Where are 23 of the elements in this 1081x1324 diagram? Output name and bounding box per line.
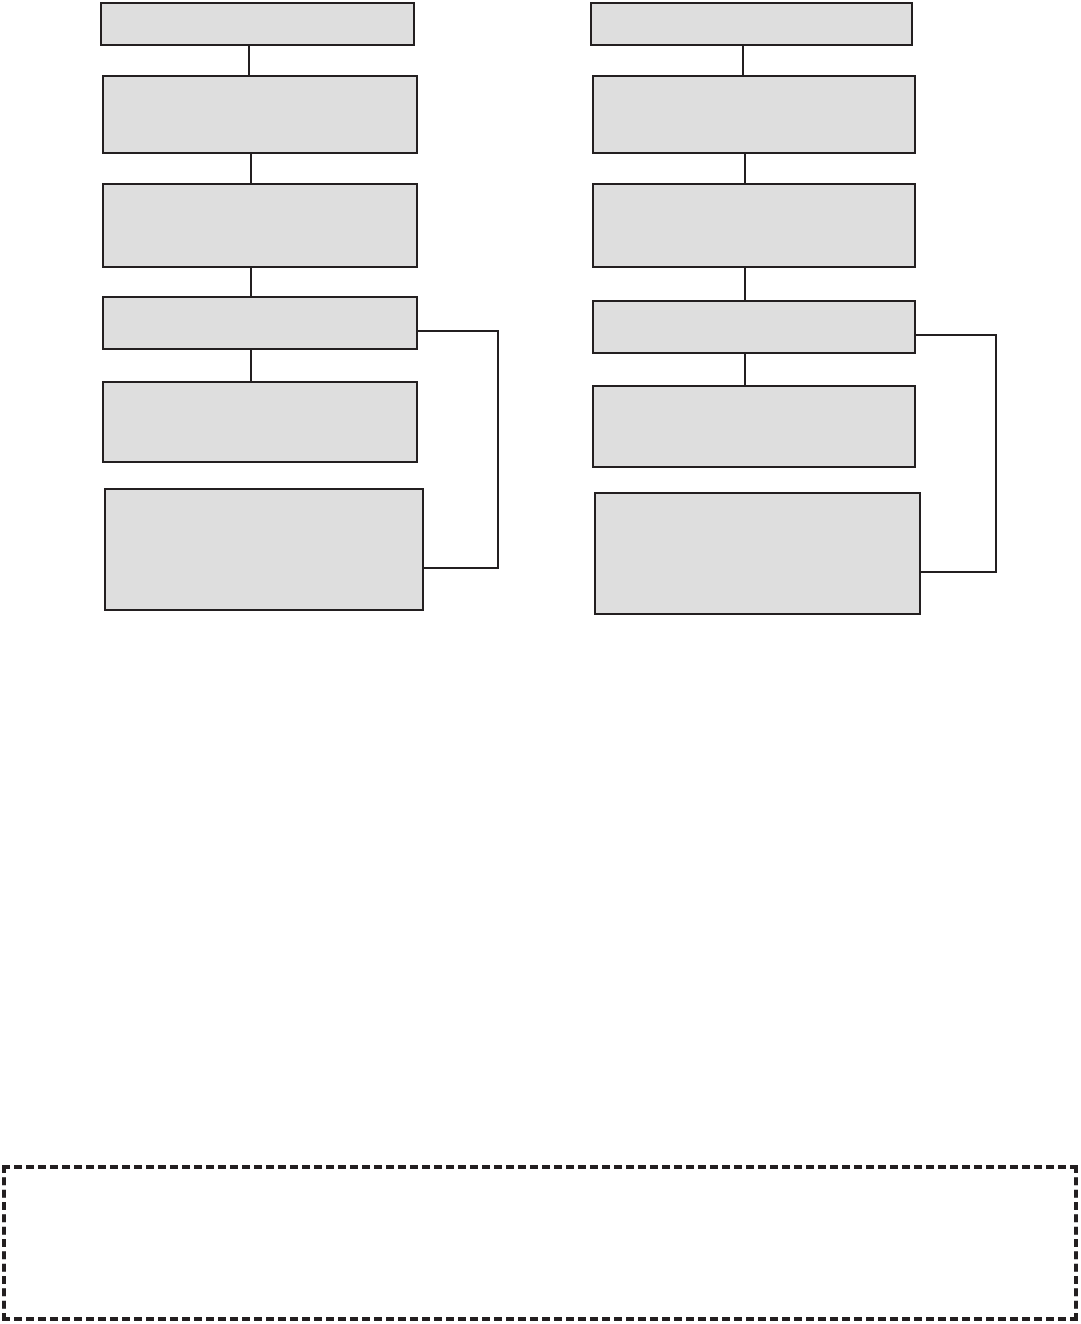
connector-line (250, 349, 252, 382)
process-box (592, 385, 916, 468)
process-box (104, 488, 424, 611)
process-box (592, 183, 916, 268)
connector-line (742, 45, 744, 76)
connector-line (250, 267, 252, 297)
connector-line (417, 330, 499, 569)
connector-line (744, 153, 746, 184)
process-box (592, 300, 916, 354)
connector-line (248, 45, 250, 76)
process-box (594, 492, 921, 615)
process-box (590, 2, 913, 46)
process-box (102, 75, 418, 154)
process-box (102, 381, 418, 463)
dashed-box (2, 1165, 1078, 1321)
connector-line (915, 334, 997, 573)
connector-line (744, 353, 746, 386)
process-box (592, 75, 916, 154)
connector-line (250, 153, 252, 184)
connector-line (744, 267, 746, 301)
process-box (102, 183, 418, 268)
process-box (100, 2, 415, 46)
process-box (102, 296, 418, 350)
